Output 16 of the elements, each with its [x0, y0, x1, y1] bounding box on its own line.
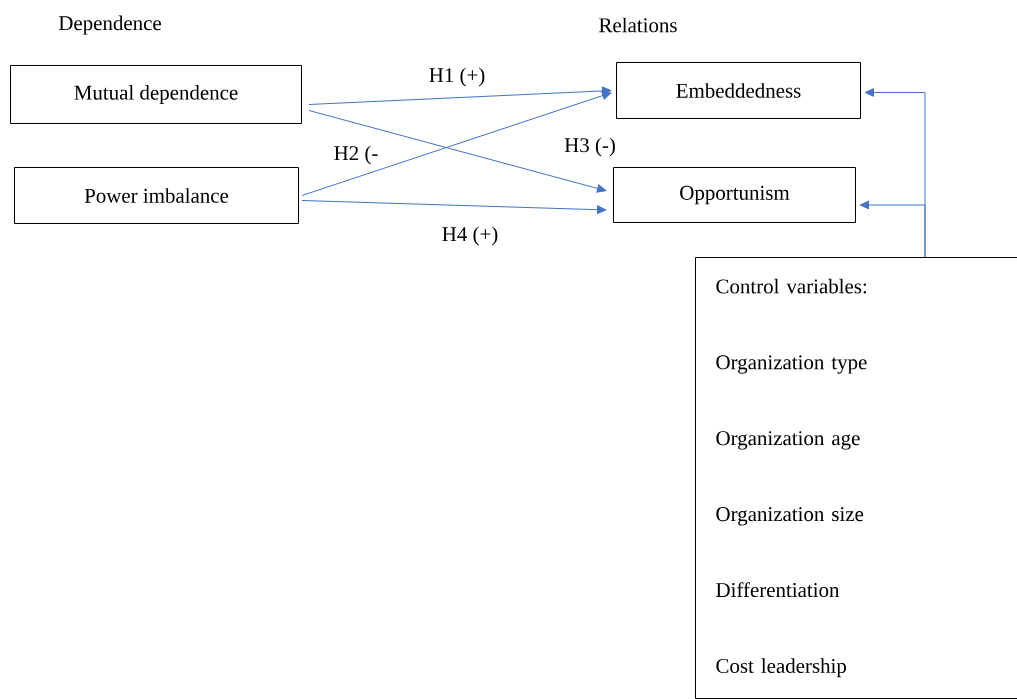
edge-label: H2 (-	[332, 144, 380, 166]
variable-box: Opportunism	[613, 167, 856, 223]
edge-label: H4 (+)	[440, 225, 500, 247]
column-heading: Dependence	[58, 15, 161, 35]
arrow	[301, 200, 607, 215]
variable-box: Mutual dependence	[10, 65, 302, 124]
arrow	[308, 86, 612, 105]
list-box: Control variables: Organization type Organization age Organization size Differentiation Cost leadership	[695, 257, 1017, 699]
variable-box: Embeddedness	[616, 62, 861, 119]
arrow	[308, 110, 607, 193]
arrow	[301, 91, 612, 196]
edge-label: H1 (+)	[427, 66, 487, 88]
edge-label: H3 (-)	[563, 136, 617, 158]
column-heading: Relations	[599, 17, 677, 33]
arrow	[859, 200, 926, 258]
variable-box: Power imbalance	[14, 167, 299, 224]
